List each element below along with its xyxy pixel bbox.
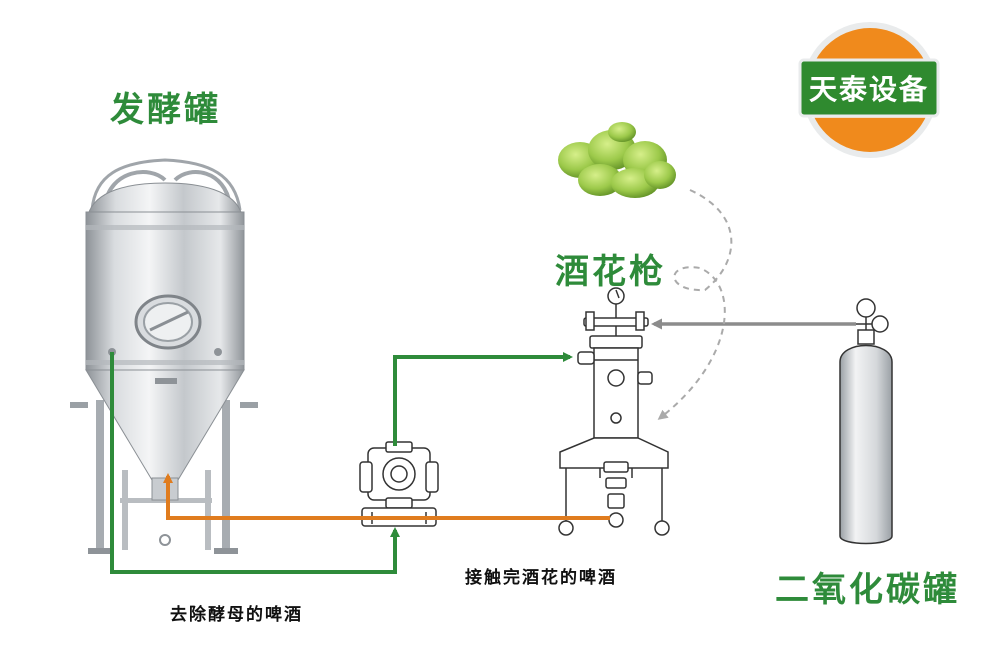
beer-yeast-removed-caption: 去除酵母的啤酒 — [170, 605, 303, 625]
co2-cylinder — [839, 298, 893, 545]
orange-return-line — [163, 473, 610, 520]
diaphragm-pump — [359, 441, 439, 527]
company-logo: 天泰设备 — [798, 22, 940, 158]
beer-hop-contacted-caption: 接触完酒花的啤酒 — [465, 568, 617, 588]
fermenter-label: 发酵罐 — [110, 90, 221, 130]
co2-tank-label: 二氧化碳罐 — [775, 570, 960, 610]
hop-gun-label: 酒花枪 — [555, 252, 666, 292]
hop-gun-unit — [558, 287, 670, 536]
fermenter-tank — [70, 158, 258, 554]
hops-dashed-arrow — [657, 189, 733, 420]
green-flow-line-to-pump — [110, 352, 400, 574]
hops-cluster-image — [558, 122, 676, 198]
logo-text: 天泰设备 — [809, 73, 929, 106]
green-flow-line-to-hop-gun — [393, 352, 573, 446]
